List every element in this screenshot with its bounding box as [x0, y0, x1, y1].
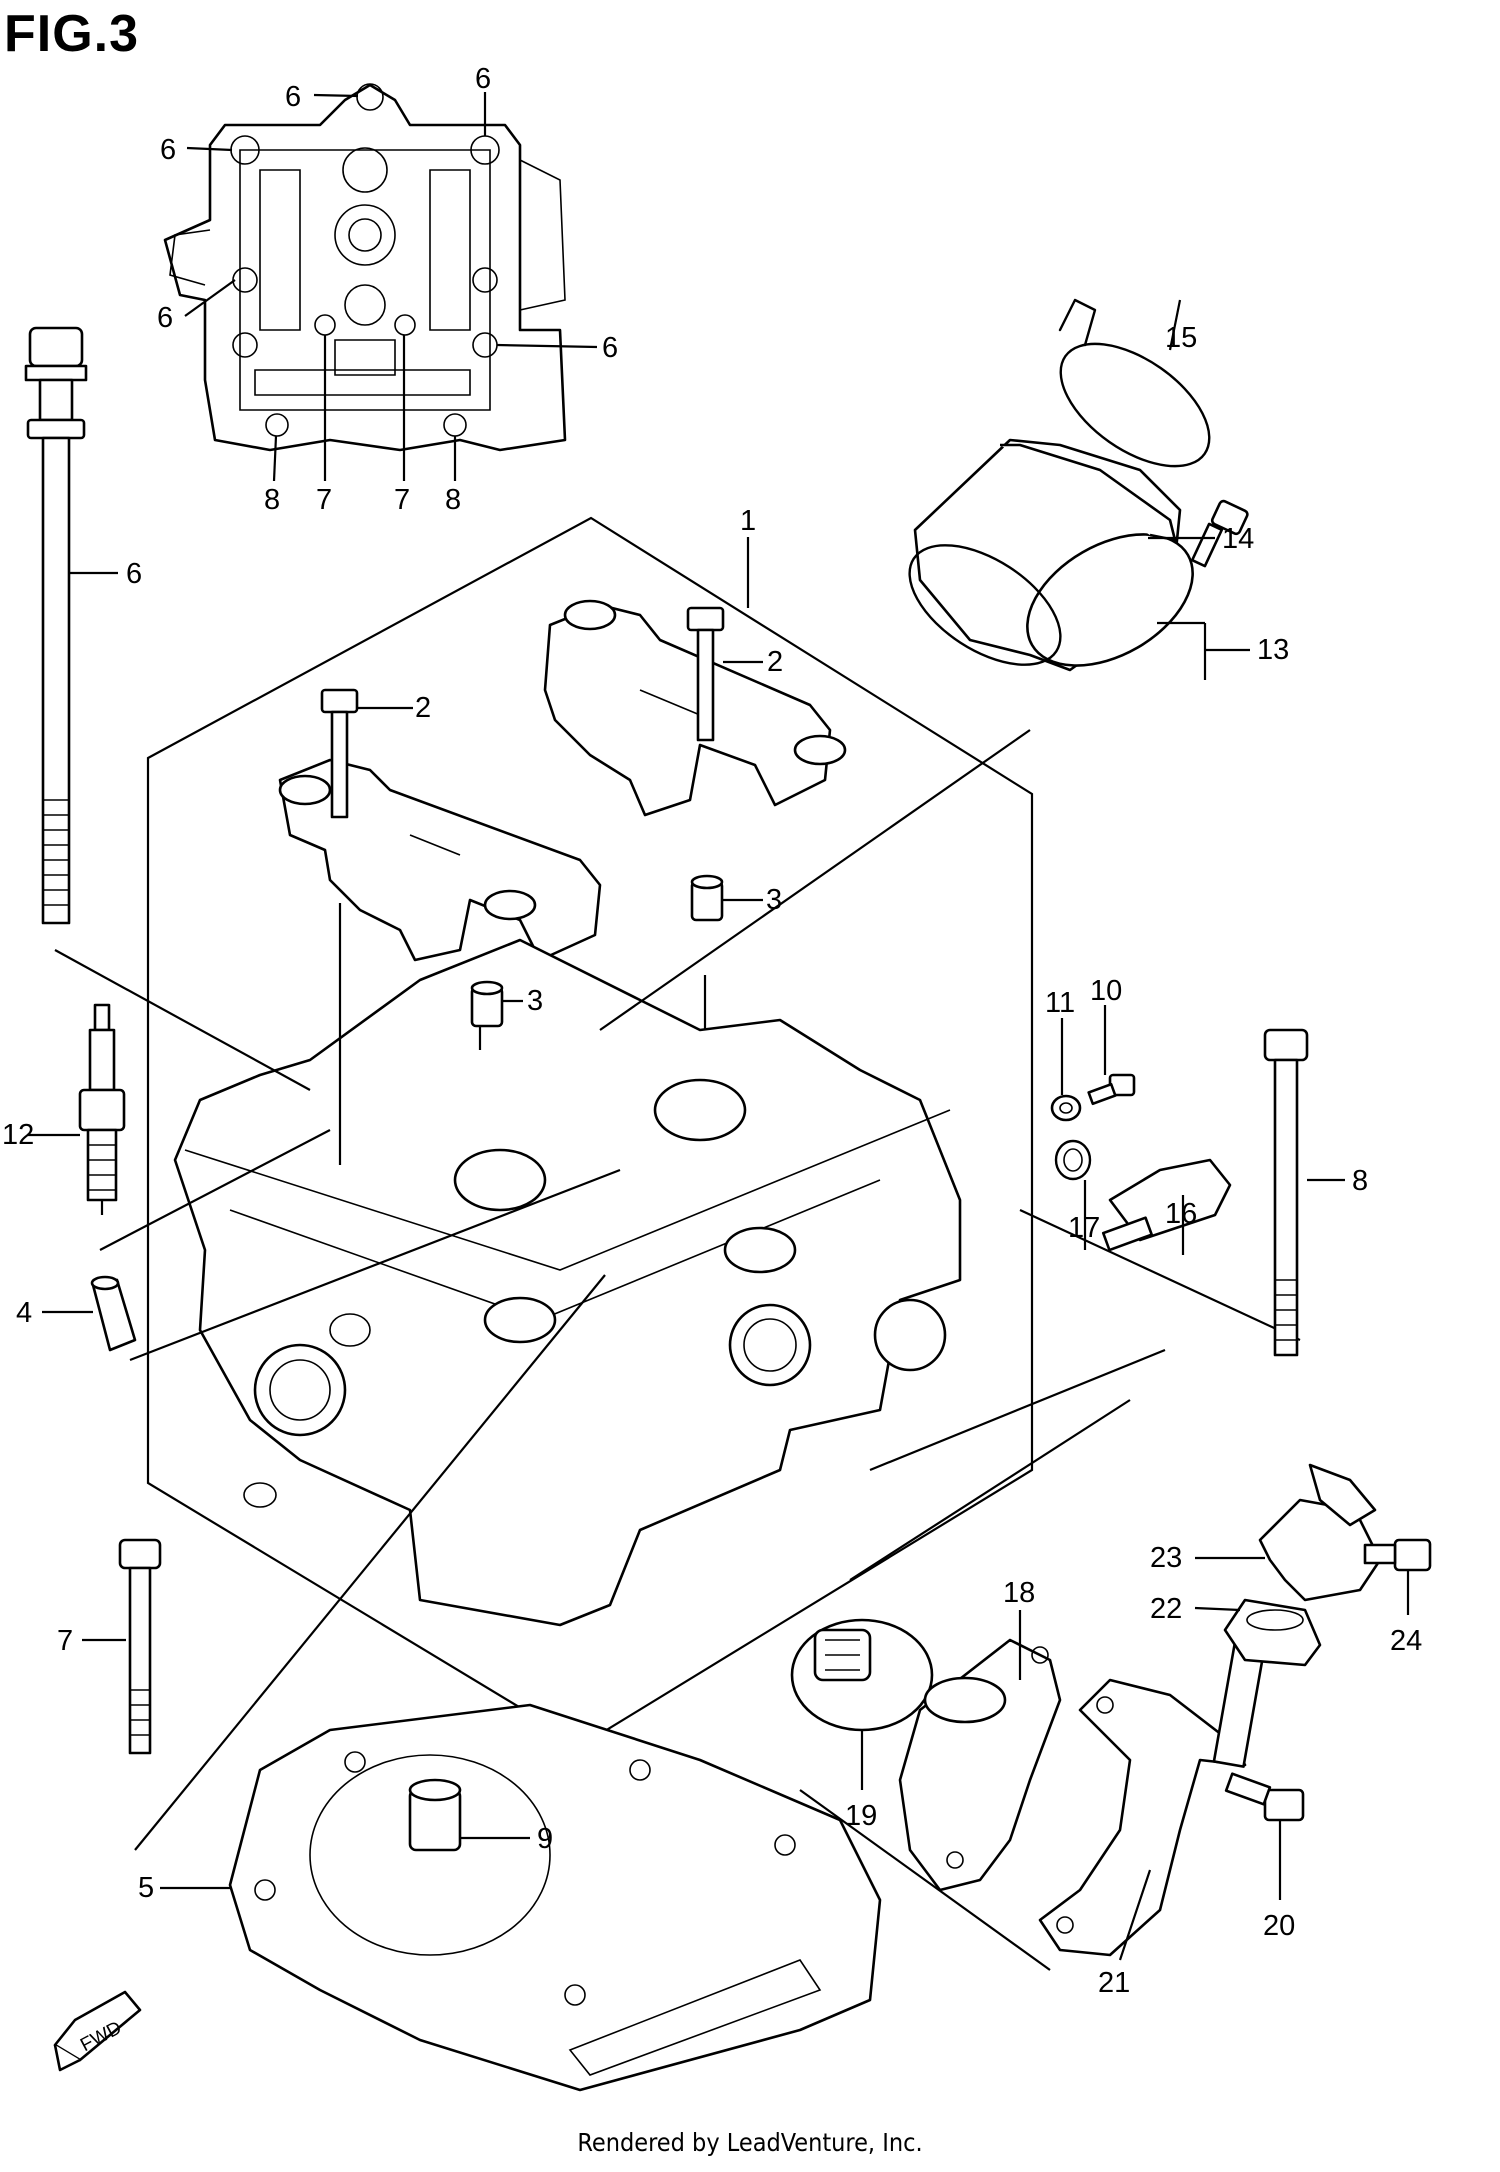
callout-24: 24: [1390, 1625, 1422, 1657]
thermostat: [790, 1618, 934, 1732]
bracket-bolt: [1224, 1772, 1305, 1822]
cylinder-head-body: [173, 938, 962, 1627]
callout-7-bolt: 7: [57, 1625, 73, 1657]
camshaft-holder-right: [543, 599, 847, 817]
callout-6-top-right: 6: [475, 63, 491, 95]
knock-pin-lower: [470, 980, 504, 1028]
callout-2-left: 2: [415, 692, 431, 724]
callout-8-top-left: 8: [264, 484, 280, 516]
camshaft-holder-left: [278, 758, 602, 962]
callout-6-top-left: 6: [160, 134, 176, 166]
spark-plug: [78, 1003, 126, 1215]
grommet: [1223, 1598, 1322, 1667]
callout-4: 4: [16, 1297, 32, 1329]
holder-bolt-left: [320, 688, 359, 819]
figure-title: FIG.3: [4, 5, 140, 63]
intake-pipe: [913, 438, 1194, 672]
cylinder-head-gasket: [228, 1703, 882, 2092]
dowel-pin-9: [408, 1778, 462, 1852]
head-bolt-7: [118, 1538, 162, 1755]
mount-bolt: [1363, 1538, 1432, 1572]
callout-17: 17: [1068, 1212, 1100, 1244]
bracket: [1038, 1637, 1267, 1957]
intake-clamp-screw: [1190, 499, 1249, 568]
callout-6-mid-right: 6: [602, 332, 618, 364]
callout-8-top-right: 8: [445, 484, 461, 516]
callout-3-lower: 3: [527, 985, 543, 1017]
head-bolt-8: [1263, 1028, 1309, 1357]
intake-pipe-o-ring: [908, 544, 1062, 666]
callout-6-top: 6: [285, 81, 301, 113]
top-view-leaders: [184, 92, 598, 482]
callout-7-top-right: 7: [394, 484, 410, 516]
holder-bolt-right: [686, 606, 725, 742]
callout-21: 21: [1098, 1967, 1130, 1999]
callout-23: 23: [1150, 1542, 1182, 1574]
cylinder-head-top-view: [163, 83, 567, 452]
sensor-washer: [1050, 1094, 1082, 1122]
sensor-gasket: [1054, 1139, 1092, 1181]
thermostat-cover: [898, 1638, 1062, 1892]
head-bolt-long: [24, 326, 88, 925]
callout-2-right: 2: [767, 646, 783, 678]
callout-3-upper: 3: [766, 884, 782, 916]
callout-6-bolt: 6: [126, 558, 142, 590]
callout-12: 12: [2, 1119, 34, 1151]
knock-pin-upper: [690, 874, 724, 922]
callout-1: 1: [740, 505, 756, 537]
mount-bracket: [1258, 1463, 1382, 1602]
callout-7-top-left: 7: [316, 484, 332, 516]
callout-10: 10: [1090, 975, 1122, 1007]
callout-5: 5: [138, 1872, 154, 1904]
callout-8-bolt: 8: [1352, 1165, 1368, 1197]
callout-19: 19: [845, 1800, 877, 1832]
callout-6-mid-left: 6: [157, 302, 173, 334]
phantom-lines: [54, 729, 1301, 1971]
sensor-bolt: [1087, 1073, 1136, 1106]
fwd-arrow-icon: [53, 1990, 142, 2072]
intake-clamp: [1058, 298, 1211, 468]
callout-13: 13: [1257, 634, 1289, 666]
callout-9: 9: [537, 1823, 553, 1855]
callout-16: 16: [1165, 1198, 1197, 1230]
callout-22: 22: [1150, 1593, 1182, 1625]
callout-leaders: [27, 299, 1410, 1961]
callout-15: 15: [1165, 322, 1197, 354]
callout-20: 20: [1263, 1910, 1295, 1942]
assembly-outline: [146, 516, 1034, 1747]
callout-18: 18: [1003, 1577, 1035, 1609]
footer-credit: Rendered by LeadVenture, Inc.: [577, 2128, 923, 2157]
dowel-pin: [90, 1275, 137, 1352]
callout-14: 14: [1222, 523, 1254, 555]
callout-11: 11: [1045, 987, 1075, 1019]
temperature-sensor: [1101, 1158, 1232, 1252]
